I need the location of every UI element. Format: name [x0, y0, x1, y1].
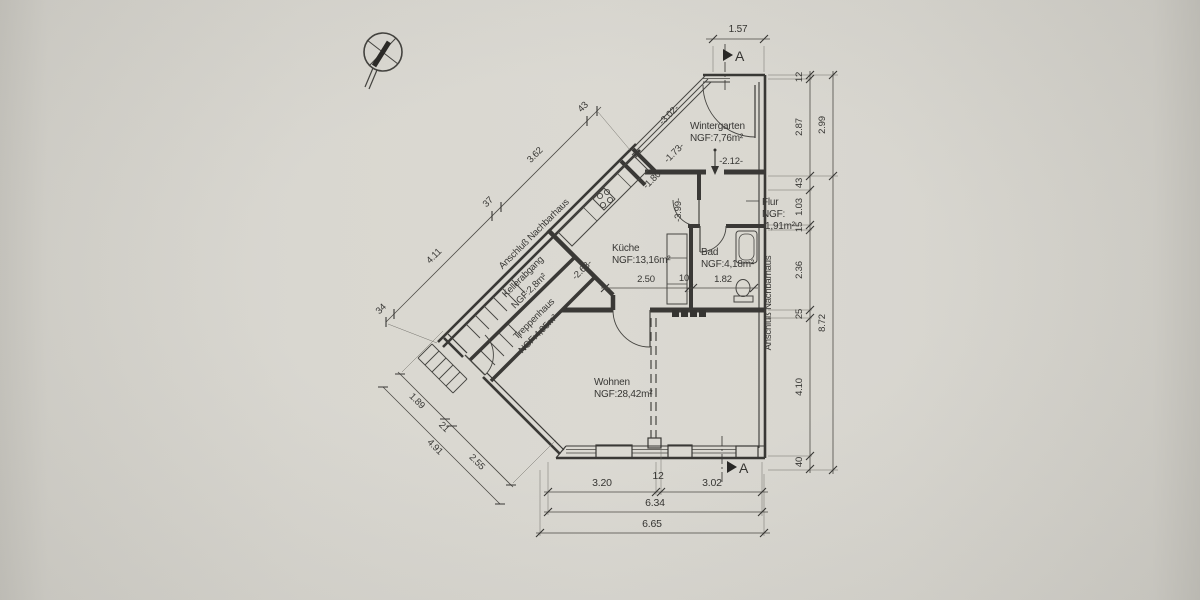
section-marker-bottom: A	[721, 436, 749, 484]
dim-value: 1.03	[794, 198, 805, 216]
room-area: NGF:13,16m²	[612, 255, 671, 266]
dim-value: 10	[679, 273, 689, 284]
dim-value: 12	[652, 470, 664, 482]
dim-chain-bottom: 3.20 12 3.02 6.34 6.65	[535, 450, 770, 538]
dashed-partition	[650, 318, 657, 438]
dim-value: 4.10	[794, 378, 805, 396]
room-area: NGF:28,42m²	[594, 389, 653, 400]
dim-chain-right-outer: 2.99 8.72	[817, 70, 838, 475]
room-label-bad: Bad	[701, 247, 718, 258]
section-arrow-icon	[727, 461, 737, 473]
room-area: 1,91m²	[765, 221, 796, 232]
dim-value: 2.50	[637, 274, 655, 285]
dim-value: 4.11	[424, 246, 444, 266]
kitchen-cabinet	[666, 233, 688, 305]
section-letter-top: A	[735, 48, 745, 64]
dim-value: 25	[794, 309, 805, 319]
dim-value: 2.87	[794, 118, 805, 136]
dim-value: 3.02	[702, 477, 722, 489]
room-area: NGF:	[762, 209, 785, 220]
dim-value: 1.82	[714, 274, 732, 285]
bottom-windows	[566, 437, 759, 459]
dim-chain-right-inner: 12 2.87 43 1.03 15 2.36 25 4.10 40	[768, 70, 838, 474]
bathtub-icon	[735, 230, 758, 264]
dim-value: 2.99	[817, 116, 828, 134]
room-label-wintergarten: Wintergarten	[690, 121, 745, 132]
dim-top: 1.57	[706, 24, 770, 72]
dim-value: -3.99-	[673, 198, 684, 222]
dim-chain-sw-outer: 4.91	[378, 386, 505, 505]
dim-value: 4.91	[425, 437, 445, 457]
dim-value: 37	[481, 195, 496, 210]
north-arrow-icon	[363, 32, 403, 90]
dim-value: -2.12-	[719, 156, 743, 167]
section-arrow-icon	[723, 49, 733, 61]
dim-value: 43	[576, 100, 591, 115]
dim-value: 1.89	[407, 391, 427, 411]
dim-value: 6.65	[642, 518, 662, 530]
radiator-icon	[672, 310, 706, 317]
exterior-walls	[437, 73, 767, 460]
dim-value: 15	[794, 222, 805, 232]
treppenhaus-stairs	[480, 323, 523, 366]
kitchen-counter	[557, 155, 688, 305]
room-label-kueche: Küche	[612, 243, 640, 254]
room-label-flur: Flur	[762, 197, 779, 208]
entrance-steps	[417, 343, 468, 394]
stove-icon	[592, 187, 616, 211]
room-label-wohnen: Wohnen	[594, 377, 630, 388]
dim-value: 8.72	[817, 314, 828, 332]
dim-value: 34	[374, 302, 389, 317]
dim-interior: 2.50 10 1.82	[600, 273, 759, 293]
room-area: NGF:7,76m²	[690, 133, 744, 144]
dim-top-value: 1.57	[729, 24, 748, 35]
dim-value: 3.62	[525, 145, 545, 165]
wintergarten-door-arc	[702, 84, 756, 138]
dim-chain-left-diagonal: 34 4.11 37 3.62 43	[374, 100, 631, 344]
entry-arrow-icon	[711, 148, 719, 175]
dim-value: 43	[794, 178, 805, 188]
annotation-right-neighbor: Anschluß Nachbarhaus	[763, 255, 774, 350]
bad-door-arc	[699, 225, 727, 253]
entry-door-arc	[484, 334, 494, 376]
wohnen-door-arc	[612, 309, 651, 348]
section-letter-bottom: A	[739, 460, 749, 476]
room-area: NGF:4,18m²	[701, 259, 755, 270]
dim-value: 21	[436, 420, 451, 435]
section-marker-top: A	[723, 44, 745, 92]
dim-value: 3.20	[592, 477, 612, 489]
dim-value: -1.73-	[662, 141, 687, 166]
dim-value: 12	[794, 72, 805, 82]
dim-value: 40	[794, 457, 805, 467]
kellerabgang-stairs	[465, 278, 526, 339]
dim-value: 2.36	[794, 261, 805, 279]
dim-value: 6.34	[645, 497, 665, 509]
dim-value: 2.55	[467, 452, 487, 472]
interior-walls	[464, 84, 765, 383]
